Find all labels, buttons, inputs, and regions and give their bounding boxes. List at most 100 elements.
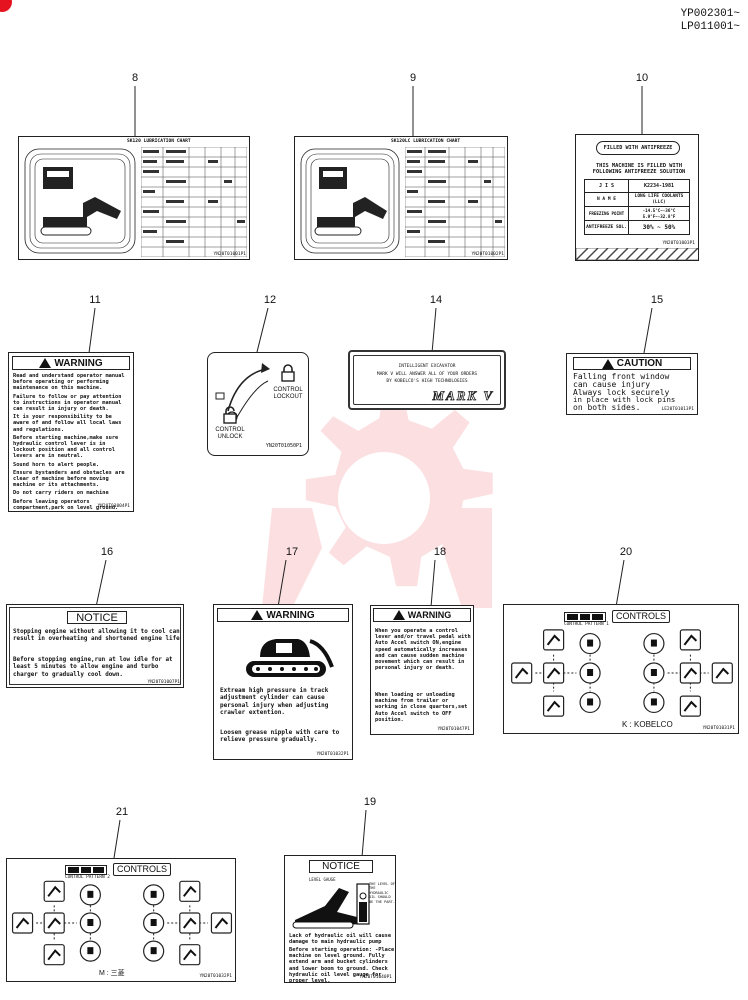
warning-paragraph: Failure to follow or pay attention to in… (13, 393, 122, 413)
control-pattern-svg (11, 880, 233, 966)
lubrication-chart-decal-8: SK120 LUBRICATION CHART (18, 136, 250, 260)
notice-paragraph: Before stopping engine,run at low idle f… (13, 657, 173, 678)
brand-mark: M : 三菱 (99, 970, 125, 977)
part-number: YN20T01032P1 (316, 752, 349, 757)
callout-9: 9 (409, 72, 417, 84)
chart-title: SK120 LUBRICATION CHART (127, 139, 191, 144)
brand-mark: K : KOBELCO (622, 720, 673, 729)
notice-paragraph: Before starting operation: -Place machin… (289, 947, 395, 983)
control-pattern-svg (511, 629, 733, 717)
antifreeze-row-value: -14.5°C~-36°C 5.9°F~-32.8°F (642, 208, 676, 219)
leader-line-20 (615, 560, 625, 608)
mark-v-line-3: BY KOBELCO'S HIGH TECHNOLOGIES (386, 379, 468, 384)
leader-line-11 (88, 308, 96, 354)
antifreeze-row-value: LONG LIFE COOLANTS (LLC) (634, 194, 684, 205)
part-number: LE20T01013P1 (661, 407, 694, 412)
part-number: YN20T01007P1 (147, 680, 180, 685)
antifreeze-row-key: N A M E (585, 193, 629, 206)
antifreeze-row-key: J I S (585, 180, 629, 192)
notice-title: NOTICE (67, 611, 127, 624)
notice-paragraph: Stopping engine without allowing it to c… (13, 629, 180, 643)
serial-code-1: YP002301~ (680, 8, 740, 20)
antifreeze-heading: FILLED WITH ANTIFREEZE (596, 141, 680, 155)
callout-15: 15 (650, 294, 664, 306)
warning-triangle-icon (251, 610, 264, 620)
oil-level-side-note: THE LEVEL OF THE HYDRAULIC OIL SHOULD BE… (369, 882, 395, 904)
excavator-lube-diagram (300, 148, 400, 254)
warning-paragraph: When you operate a control lever and/or … (375, 628, 471, 672)
warning-title: WARNING (266, 609, 315, 621)
caution-triangle-icon (601, 358, 614, 369)
control-pattern-diagram (9, 879, 235, 967)
part-number: YN20T01001P1 (213, 252, 246, 257)
crawler-excavator-icon (246, 639, 334, 677)
leader-line-14 (431, 308, 437, 354)
leader-line-21 (113, 820, 121, 859)
warning-title: WARNING (54, 357, 103, 369)
callout-10: 10 (635, 72, 649, 84)
caution-line: on both sides. (573, 403, 641, 413)
padlock-closed-icon (281, 364, 295, 382)
lock-lever-diagram (215, 363, 270, 423)
warning-paragraph: Extream high pressure in track adjustmen… (220, 687, 329, 716)
warning-paragraph: Before leaving operators compartment,par… (13, 498, 119, 511)
lubrication-table (140, 146, 248, 258)
caution-body: Falling front window can cause injury Al… (567, 373, 697, 412)
lubrication-table (404, 146, 506, 258)
antifreeze-line-2: FOLLOWING ANTIFREEZE SOLUTION (592, 169, 686, 175)
warning-triangle-icon (392, 610, 405, 620)
caution-line: Falling front window (573, 372, 670, 381)
antifreeze-row-value: 30% ~ 50% (642, 224, 676, 231)
hydraulic-oil-notice-decal: NOTICE LEVEL GAUGE THE LEVEL OF THE HYDR… (284, 855, 396, 983)
warning-body: Read and understand operator manual befo… (9, 373, 133, 511)
leader-line-12 (255, 308, 269, 357)
notice-title: NOTICE (309, 860, 373, 873)
warning-paragraph: Read and understand operator manual befo… (13, 373, 125, 392)
controls-header-row: CONTROLS (65, 863, 172, 876)
callout-11: 11 (89, 294, 101, 306)
leader-line-19 (361, 810, 367, 858)
mark-v-logo: MARK V (432, 388, 494, 404)
auto-accel-warning-decal: WARNING When you operate a control lever… (370, 605, 474, 735)
leader-line-17 (277, 560, 287, 608)
part-number: YN20T01002P1 (471, 252, 504, 257)
part-number: YN20T01050P1 (265, 443, 302, 449)
warning-header: WARNING (12, 356, 130, 370)
control-pattern-label: CONTROL PATTERN 1 (564, 622, 609, 627)
callout-8: 8 (131, 72, 139, 84)
warning-triangle-icon (39, 358, 52, 368)
antifreeze-table: J I S K2234-1981 N A M E LONG LIFE COOLA… (584, 179, 690, 235)
leader-line-16 (95, 560, 107, 608)
part-number: YN20T01031P1 (702, 726, 735, 731)
leader-line-9 (412, 86, 414, 136)
chart-title: SK120LC LUBRICATION CHART (391, 139, 461, 144)
operator-warning-decal: WARNING Read and understand operator man… (8, 352, 134, 512)
warning-title: WARNING (407, 610, 452, 620)
control-pattern-diagram (508, 627, 736, 719)
excavator-lube-diagram (24, 148, 136, 254)
mark-v-line-1: INTELLIGENT EXCAVATOR (398, 364, 456, 369)
serial-code-2: LP011001~ (680, 21, 740, 33)
track-pressure-warning-decal: WARNING Extream high pressure in track a… (213, 604, 353, 760)
part-number: YN20T01032P1 (199, 974, 232, 979)
caution-header: CAUTION (573, 357, 691, 370)
model-serial-codes: YP002301~ LP011001~ (681, 8, 740, 34)
callout-14: 14 (429, 294, 443, 306)
leader-line-8 (134, 86, 136, 136)
warning-paragraph: Do not carry riders on machine (13, 490, 109, 497)
warning-paragraph: It is your responsibility to be aware of… (13, 414, 122, 433)
notice-cooldown-decal: NOTICE Stopping engine without allowing … (6, 604, 184, 688)
mark-v-decal: INTELLIGENT EXCAVATOR MARK V WILL ANSWER… (348, 350, 506, 410)
controls-kobelco-decal: CONTROLS CONTROL PATTERN 1 K : KOBELCO Y… (503, 604, 739, 734)
part-number: YN20T01004P1 (97, 504, 130, 509)
pattern-symbol (564, 611, 606, 622)
padlock-open-icon (223, 406, 237, 424)
callout-12: 12 (263, 294, 277, 306)
control-lockout-decal: CONTROL LOCKOUT CONTROL UNLOCK YN20T0105… (207, 352, 309, 456)
part-number: YN20T01040P1 (359, 975, 392, 980)
mark-v-line-2: MARK V WILL ANSWER ALL OF YOUR ORDERS (376, 372, 478, 377)
antifreeze-decal: FILLED WITH ANTIFREEZE THIS MACHINE IS F… (575, 134, 699, 261)
caution-window-decal: CAUTION Falling front window can cause i… (566, 353, 698, 415)
leader-line-15 (643, 308, 653, 354)
leader-line-18 (430, 560, 436, 608)
